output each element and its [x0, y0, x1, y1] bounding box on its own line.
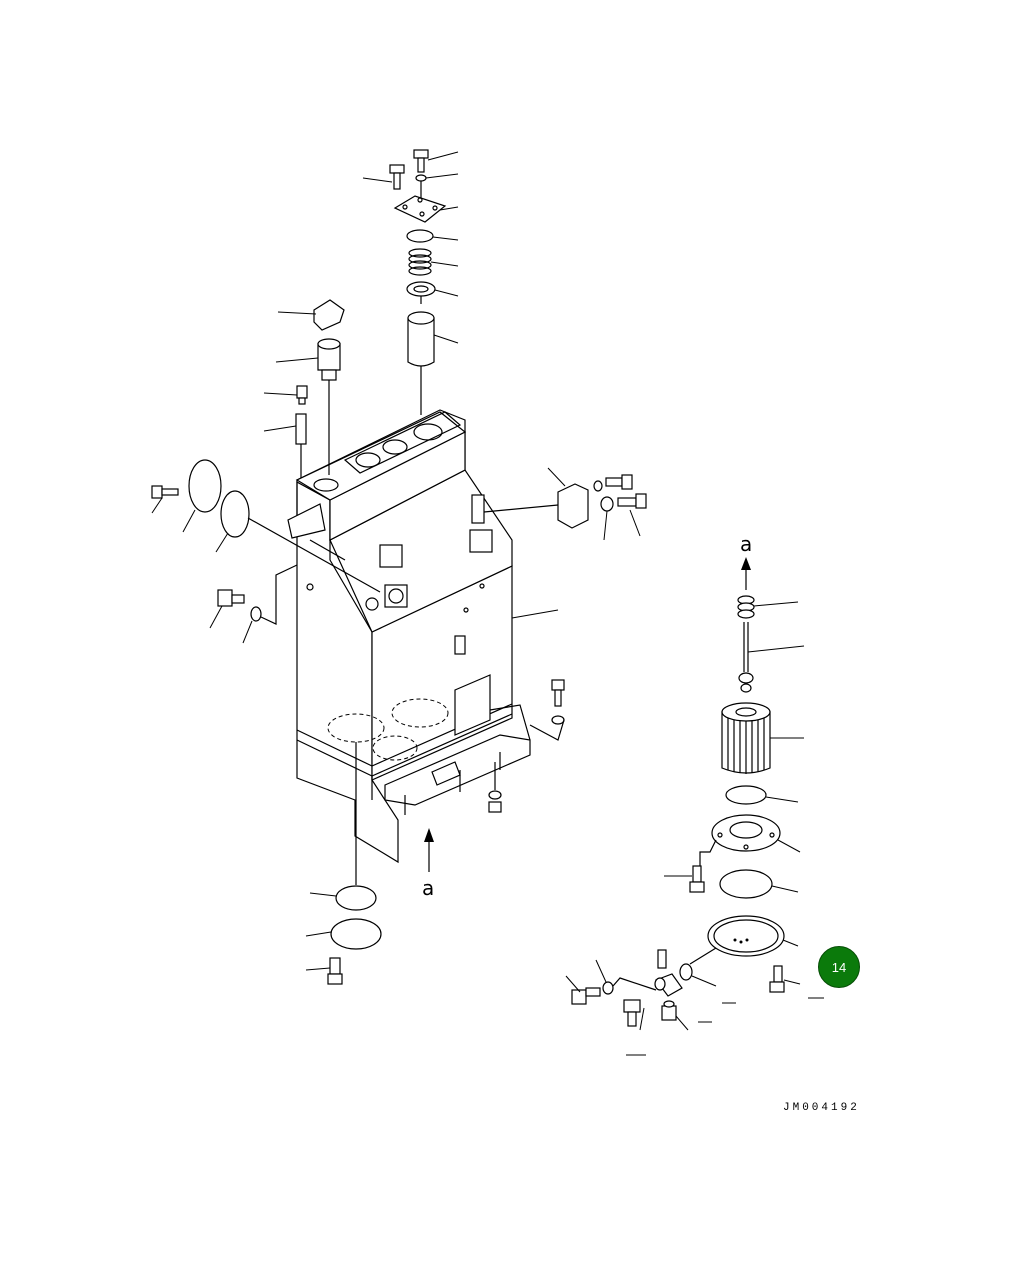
plug-left: [209, 589, 245, 629]
cover-plate: [393, 195, 459, 223]
bolt-cover-right: [722, 965, 824, 1004]
small-fitting-2: [263, 413, 307, 478]
valve-upper: [406, 281, 459, 304]
tank-leader: [511, 609, 559, 619]
spring-filter: [737, 595, 799, 619]
rod-filter: [738, 622, 805, 693]
arrow-a-top: [741, 557, 751, 590]
tank-body: [295, 409, 513, 864]
nut-lower: [661, 1000, 712, 1031]
bottom-openings: [327, 698, 449, 761]
nut-bottom: [488, 762, 502, 813]
top-bolt-2: [362, 164, 405, 190]
pin-filter: [657, 949, 667, 969]
washer-bottom-right: [529, 715, 565, 741]
washer-lower: [595, 959, 657, 995]
top-bolt-1: [413, 149, 459, 173]
small-fitting-1: [263, 385, 308, 405]
bolt-lower-mid: [623, 999, 646, 1056]
cover-left: [182, 459, 222, 533]
bottom-cover-filter: [689, 915, 799, 965]
o-ring-left: [242, 564, 298, 644]
filter-flange: [699, 814, 801, 868]
bolt-right-2: [617, 493, 647, 537]
arrow-a-bottom: [424, 828, 434, 872]
washer-right-2: [600, 496, 614, 541]
filter-element-upper: [407, 311, 459, 415]
drain-plate: [309, 742, 377, 911]
arrow-label-a-bottom: a: [422, 876, 435, 900]
spring-upper: [408, 248, 459, 276]
o-ring-filter: [725, 785, 799, 805]
bolt-right-1: [605, 474, 633, 490]
bottom-frame: [384, 704, 531, 815]
top-openings: [287, 411, 462, 539]
o-ring-upper: [406, 229, 459, 243]
top-washer: [415, 173, 459, 200]
bolt-lower-left: [565, 975, 601, 1005]
arrow-label-a-top: a: [740, 532, 753, 556]
gasket-filter: [719, 869, 799, 899]
filter-element: [721, 702, 804, 774]
bolt-bottom-right: [551, 679, 565, 707]
strainer: [275, 338, 341, 475]
bracket-right: [483, 467, 589, 529]
callout-badge[interactable]: 14: [818, 946, 860, 988]
washer-right-1: [593, 480, 603, 492]
filler-cap: [277, 299, 345, 331]
gasket-left: [215, 490, 381, 593]
o-ring-small-filter: [679, 963, 717, 987]
bolt-filter: [664, 865, 705, 893]
drain-bolt: [305, 957, 343, 985]
bolt-left: [151, 485, 179, 514]
elbow-fitting: [654, 973, 683, 997]
drawing-number: JM004192: [783, 1102, 860, 1114]
drain-gasket: [305, 918, 382, 950]
front-features: [306, 494, 493, 736]
